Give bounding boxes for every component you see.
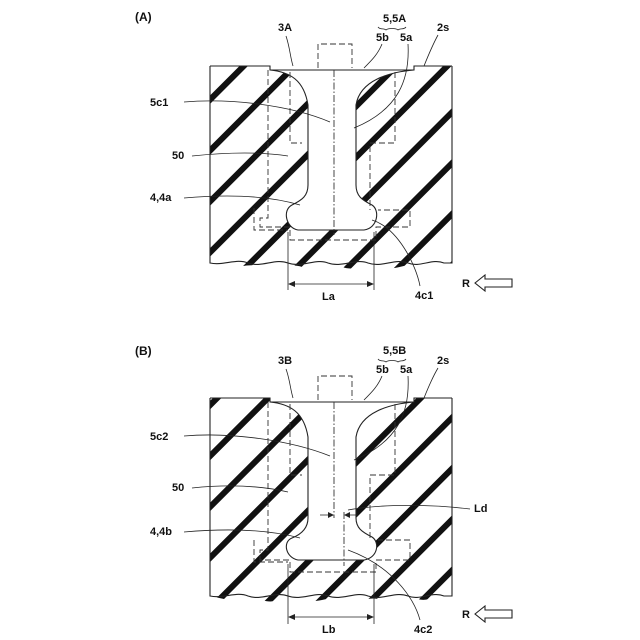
panel-a: (A) La 3A 5,5A 5b 5a 2s 5c1 50 4, — [135, 10, 512, 303]
sub-b-leader-b — [364, 376, 382, 400]
panel-b: (B) Ld Lb 3B 5,5B 5b 5a 2s 5c2 5 — [135, 344, 512, 636]
groove-leader-b — [286, 369, 293, 398]
outline-label-a: 50 — [172, 150, 184, 162]
groove-label-b: 3B — [278, 355, 292, 367]
connector-label-b: 5c2 — [150, 431, 168, 443]
panel-b-label: (B) — [135, 344, 152, 358]
surface-leader-a — [424, 35, 438, 66]
outline-label-b: 50 — [172, 482, 184, 494]
surface-label-a: 2s — [437, 22, 449, 34]
bottom-label-a: 4,4a — [150, 192, 172, 204]
corner-label-b: 4c2 — [414, 624, 432, 636]
sipe-brace-b — [378, 359, 406, 362]
groove-leader-a — [286, 36, 293, 66]
panel-a-label: (A) — [135, 10, 152, 24]
direction-arrow-a — [475, 275, 512, 291]
offset-label-b: Ld — [474, 503, 487, 515]
groove-label-a: 3A — [278, 22, 292, 34]
direction-label-a: R — [462, 278, 470, 290]
sub-a-label-b: 5a — [400, 364, 413, 376]
sub-b-label-b: 5b — [376, 364, 389, 376]
sub-b-leader-a — [364, 44, 382, 68]
bottom-label-b: 4,4b — [150, 526, 172, 538]
sub-a-label-a: 5a — [400, 32, 413, 44]
dashed-tab-b — [318, 376, 352, 400]
dashed-tab-a — [318, 44, 352, 68]
width-label-a: La — [322, 291, 336, 303]
sipe-brace-a — [378, 27, 406, 30]
width-label-b: Lb — [322, 624, 336, 636]
direction-label-b: R — [462, 609, 470, 621]
sipe-label-b: 5,5B — [383, 345, 406, 357]
connector-label-a: 5c1 — [150, 97, 168, 109]
surface-leader-b — [424, 368, 438, 398]
sipe-label-a: 5,5A — [383, 13, 406, 25]
direction-arrow-b — [475, 606, 512, 622]
sub-b-label-a: 5b — [376, 32, 389, 44]
corner-label-a: 4c1 — [415, 290, 433, 302]
surface-label-b: 2s — [437, 355, 449, 367]
